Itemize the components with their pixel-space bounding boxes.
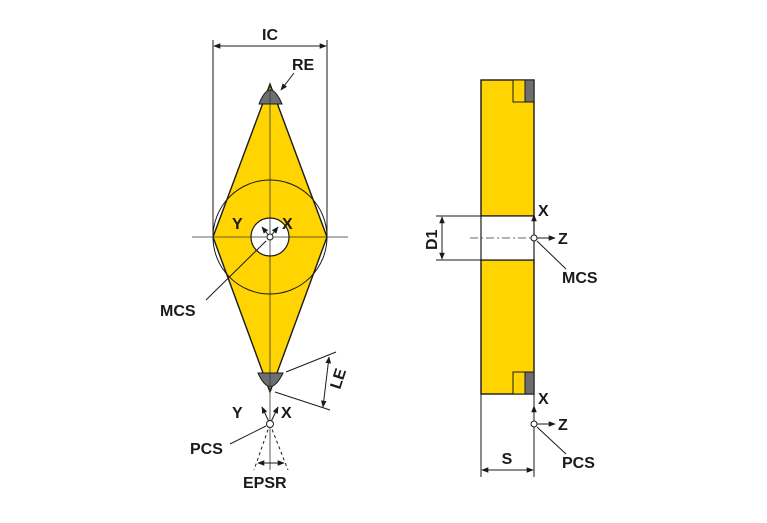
side-body-bottom — [480, 259, 535, 395]
side-body-top — [480, 79, 535, 217]
side-view: D1 X Z MCS X Z PCS S — [424, 79, 598, 477]
s-label: S — [502, 451, 513, 468]
side-pcs-leader — [536, 426, 567, 455]
d1-label: D1 — [424, 229, 441, 250]
le-label: LE — [328, 366, 351, 391]
side-mcs-origin — [530, 234, 538, 242]
le-extension-bottom — [274, 391, 331, 411]
re-leader — [280, 72, 295, 91]
re-label: RE — [292, 57, 315, 74]
mcs-origin — [266, 233, 274, 241]
side-mcs-leader — [536, 240, 567, 270]
side-pcs-label: PCS — [562, 455, 595, 472]
pcs-y-label: Y — [232, 405, 243, 422]
ic-label: IC — [262, 27, 278, 44]
mcs-x-label: X — [282, 216, 293, 233]
bottom-notch-tip — [524, 371, 535, 395]
le-extension-top — [285, 351, 337, 373]
epsr-label: EPSR — [243, 475, 287, 492]
side-pcs-z-label: Z — [558, 417, 568, 434]
side-mcs-z-label: Z — [558, 231, 568, 248]
pcs-label: PCS — [190, 441, 223, 458]
epsr-line-right — [269, 423, 289, 471]
le-dimension-line — [320, 356, 332, 408]
side-mcs-label: MCS — [562, 270, 598, 287]
top-notch-tip — [524, 79, 535, 103]
front-view: IC RE Y X MCS LE — [160, 27, 350, 492]
side-pcs-origin — [530, 420, 538, 428]
pcs-x-label: X — [281, 405, 292, 422]
epsr-line-left — [253, 423, 271, 471]
pcs-origin — [266, 420, 274, 428]
mcs-label: MCS — [160, 303, 196, 320]
side-pcs-x-label: X — [538, 391, 549, 408]
side-mcs-x-label: X — [538, 203, 549, 220]
bottom-tip-radius — [257, 372, 284, 387]
mcs-leader — [205, 240, 267, 301]
pcs-leader — [229, 425, 267, 445]
top-tip-radius — [258, 89, 283, 105]
mcs-y-label: Y — [232, 216, 243, 233]
